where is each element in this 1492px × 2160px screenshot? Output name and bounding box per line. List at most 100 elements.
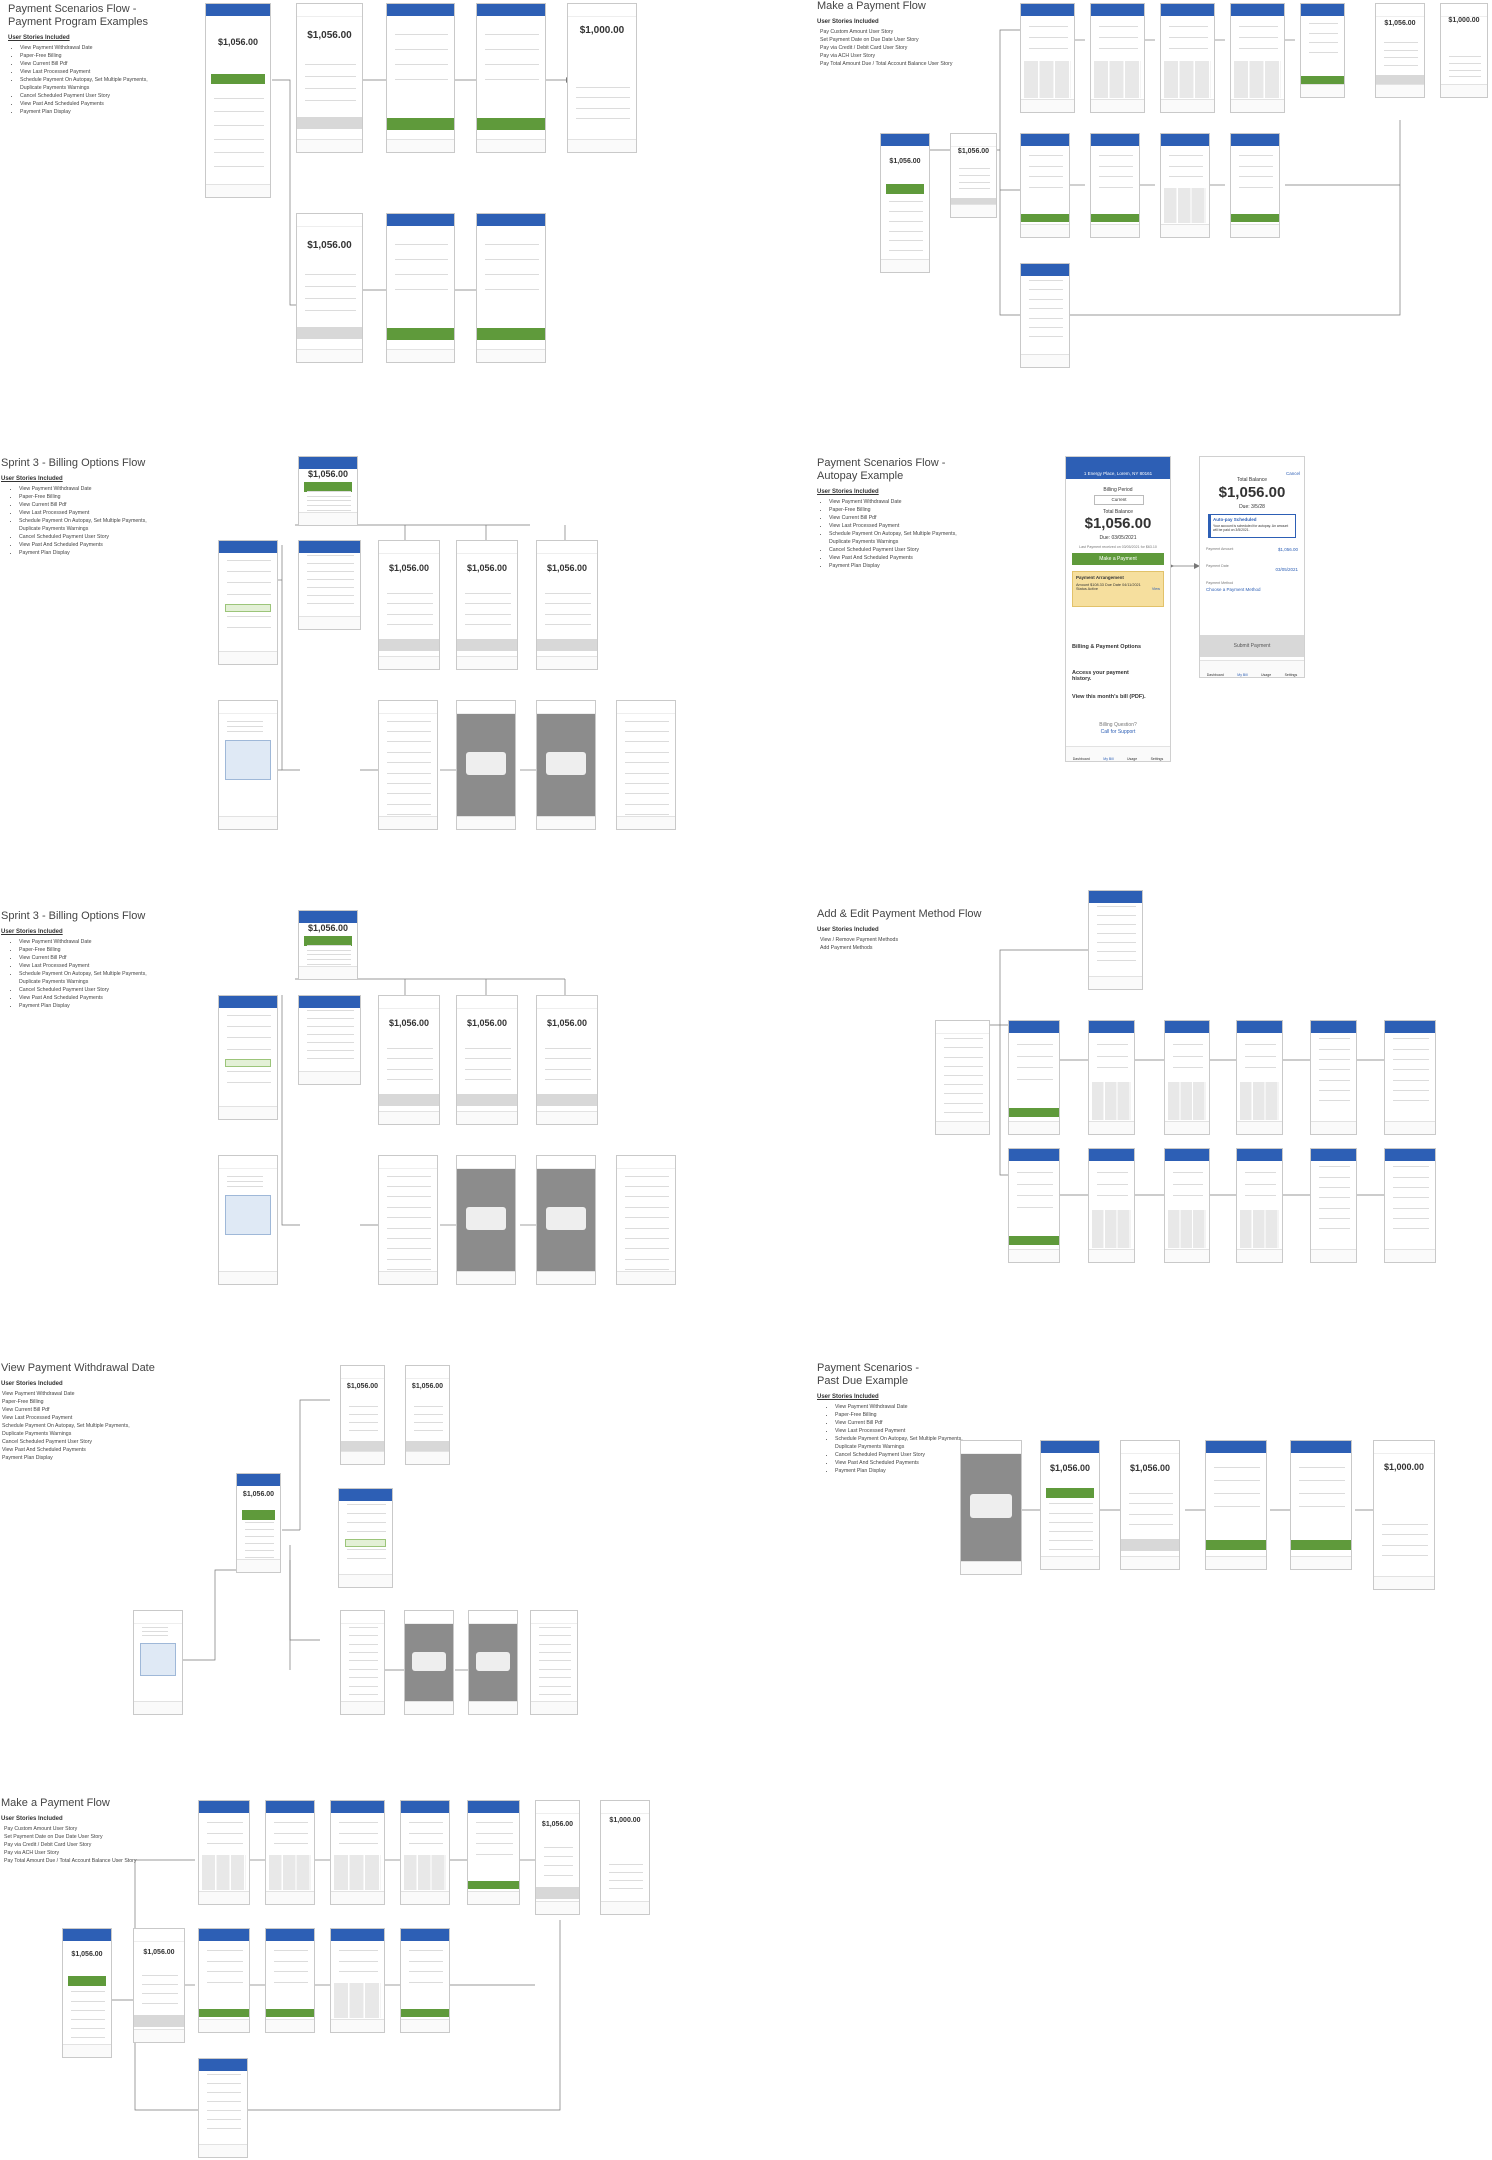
tab-dashboard[interactable]: Dashboard (1072, 757, 1090, 761)
phone-screen (218, 1155, 278, 1285)
user-story-item: View Payment Withdrawal Date (835, 1403, 975, 1411)
view-link[interactable]: View (1151, 587, 1160, 591)
phone-screen (935, 1020, 990, 1135)
user-story-item: Paper-Free Billing (835, 1411, 975, 1419)
section-make-payment-top: Make a Payment Flow User Stories Include… (817, 0, 952, 68)
user-story-item: View Last Processed Payment (829, 522, 969, 530)
phone-screen: $1,000.00 (600, 1800, 650, 1915)
amount-text: $1,056.00 (242, 1491, 275, 1498)
phone-screen (400, 1928, 450, 2033)
phone-screen: $1,056.00 (950, 133, 997, 218)
amount-text: $1,056.00 (71, 1951, 103, 1958)
amount-text: $1,056.00 (1049, 1463, 1091, 1473)
phone-screen (1310, 1020, 1357, 1135)
phone-screen (330, 1928, 385, 2033)
phone-screen (616, 700, 676, 830)
user-story-item: Set Payment Date on Due Date User Story (4, 1834, 103, 1840)
user-story-item: View Current Bill Pdf (2, 1407, 50, 1413)
user-story-item: View Past And Scheduled Payments (19, 994, 159, 1002)
user-stories-heading: User Stories Included (817, 1394, 879, 1400)
user-story-item: Payment Plan Display (20, 108, 160, 116)
phone-screen (218, 995, 278, 1120)
phone-screen (400, 1800, 450, 1905)
phone-screen (1088, 1148, 1135, 1263)
balance-amount: $1,056.00 (1084, 515, 1152, 532)
tab-usage[interactable]: Usage (1261, 673, 1272, 677)
payment-amount-value[interactable]: $1,056.00 (1277, 547, 1298, 552)
status-value: Active (1087, 587, 1098, 591)
phone-screen (298, 540, 361, 630)
due-date-value: 04/11/2021 (1122, 583, 1141, 587)
tab-settings[interactable]: Settings (1284, 673, 1298, 677)
make-payment-button[interactable]: Make a Payment (1072, 553, 1164, 565)
tab-my-bill[interactable]: My Bill (1237, 673, 1248, 677)
view-bill-link[interactable]: View this month's bill (PDF). (1072, 694, 1146, 700)
phone-screen (616, 1155, 676, 1285)
phone-screen: $1,056.00 (62, 1928, 112, 2058)
user-stories-heading: User Stories Included (8, 35, 70, 41)
autopay-bill-screen: 1 Energy Place, Lorem, NY 80161 Billing … (1065, 456, 1171, 762)
user-story-item: View / Remove Payment Methods (820, 937, 899, 943)
payment-date-value[interactable]: 03/05/2021 (1275, 567, 1298, 572)
user-story-item: Pay Total Amount Due / Total Account Bal… (4, 1858, 137, 1864)
amount-text: $1,000.00 (579, 25, 625, 36)
user-stories-heading: User Stories Included (1, 476, 63, 482)
tab-usage[interactable]: Usage (1127, 757, 1138, 761)
billing-options-link[interactable]: Billing & Payment Options (1072, 644, 1142, 650)
amount-value: $108.33 (1090, 583, 1104, 587)
amount-text: $1,056.00 (546, 563, 588, 573)
user-story-item: View Last Processed Payment (835, 1427, 975, 1435)
user-story-item: Pay Custom Amount User Story (820, 29, 894, 35)
amount-text: $1,056.00 (546, 1018, 588, 1028)
amount-text: $1,056.00 (388, 563, 430, 573)
amount-text: $1,056.00 (217, 37, 259, 47)
tab-my-bill[interactable]: My Bill (1103, 757, 1114, 761)
total-balance-label: Total Balance (1102, 509, 1134, 515)
phone-screen (1236, 1148, 1283, 1263)
phone-screen (198, 1800, 250, 1905)
phone-screen (1090, 133, 1140, 238)
address-bar: 1 Energy Place, Lorem, NY 80161 (1066, 469, 1170, 479)
payment-method-value[interactable]: Choose a Payment Method (1206, 587, 1261, 592)
phone-screen: $1,056.00 (1120, 1440, 1180, 1570)
autopay-confirm-screen: Cancel Total Balance $1,056.00 Due: 3/5/… (1199, 456, 1305, 678)
phone-screen: $1,056.00 (535, 1800, 580, 1915)
section-withdrawal-date: View Payment Withdrawal Date User Storie… (1, 1362, 155, 1462)
phone-screen (218, 540, 278, 665)
phone-screen: $1,056.00 (456, 995, 518, 1125)
phone-screen (476, 213, 546, 363)
phone-screen (1164, 1148, 1210, 1263)
phone-screen (378, 1155, 438, 1285)
phone-screen: $1,000.00 (567, 3, 637, 153)
user-story-item: Cancel Scheduled Payment User Story (19, 986, 159, 994)
phone-screen: $1,056.00 (405, 1365, 450, 1465)
cancel-link[interactable]: Cancel (1285, 471, 1300, 476)
tab-settings[interactable]: Settings (1150, 757, 1164, 761)
amount-text: $1,056.00 (307, 469, 349, 479)
phone-screen: $1,056.00 (296, 213, 363, 363)
submit-payment-button[interactable]: Submit Payment (1200, 635, 1304, 657)
user-story-item: Cancel Scheduled Payment User Story (19, 533, 159, 541)
user-story-item: View Last Processed Payment (2, 1415, 73, 1421)
user-story-item: Pay via Credit / Debit Card User Story (820, 45, 908, 51)
tab-dashboard[interactable]: Dashboard (1206, 673, 1224, 677)
user-story-item: View Last Processed Payment (19, 509, 159, 517)
phone-screen (133, 1610, 183, 1715)
phone-screen (1230, 133, 1280, 238)
section-title: Payment Scenarios Flow -Autopay Example (817, 457, 946, 482)
payment-history-link[interactable]: Access your payment history. (1072, 670, 1129, 682)
section-title: Make a Payment Flow (1, 1797, 110, 1809)
phone-screen (1310, 1148, 1357, 1263)
phone-screen: $1,056.00 (340, 1365, 385, 1465)
amount-text: $1,056.00 (1384, 20, 1416, 27)
user-story-item: Schedule Payment On Autopay, Set Multipl… (2, 1423, 130, 1437)
call-support-link[interactable]: Call for Support (1100, 729, 1136, 735)
phone-screen (467, 1800, 520, 1905)
phone-screen (1160, 133, 1210, 238)
phone-screen (1164, 1020, 1210, 1135)
user-story-item: Pay via ACH User Story (820, 53, 876, 59)
billing-period-select[interactable]: Current (1094, 495, 1144, 505)
